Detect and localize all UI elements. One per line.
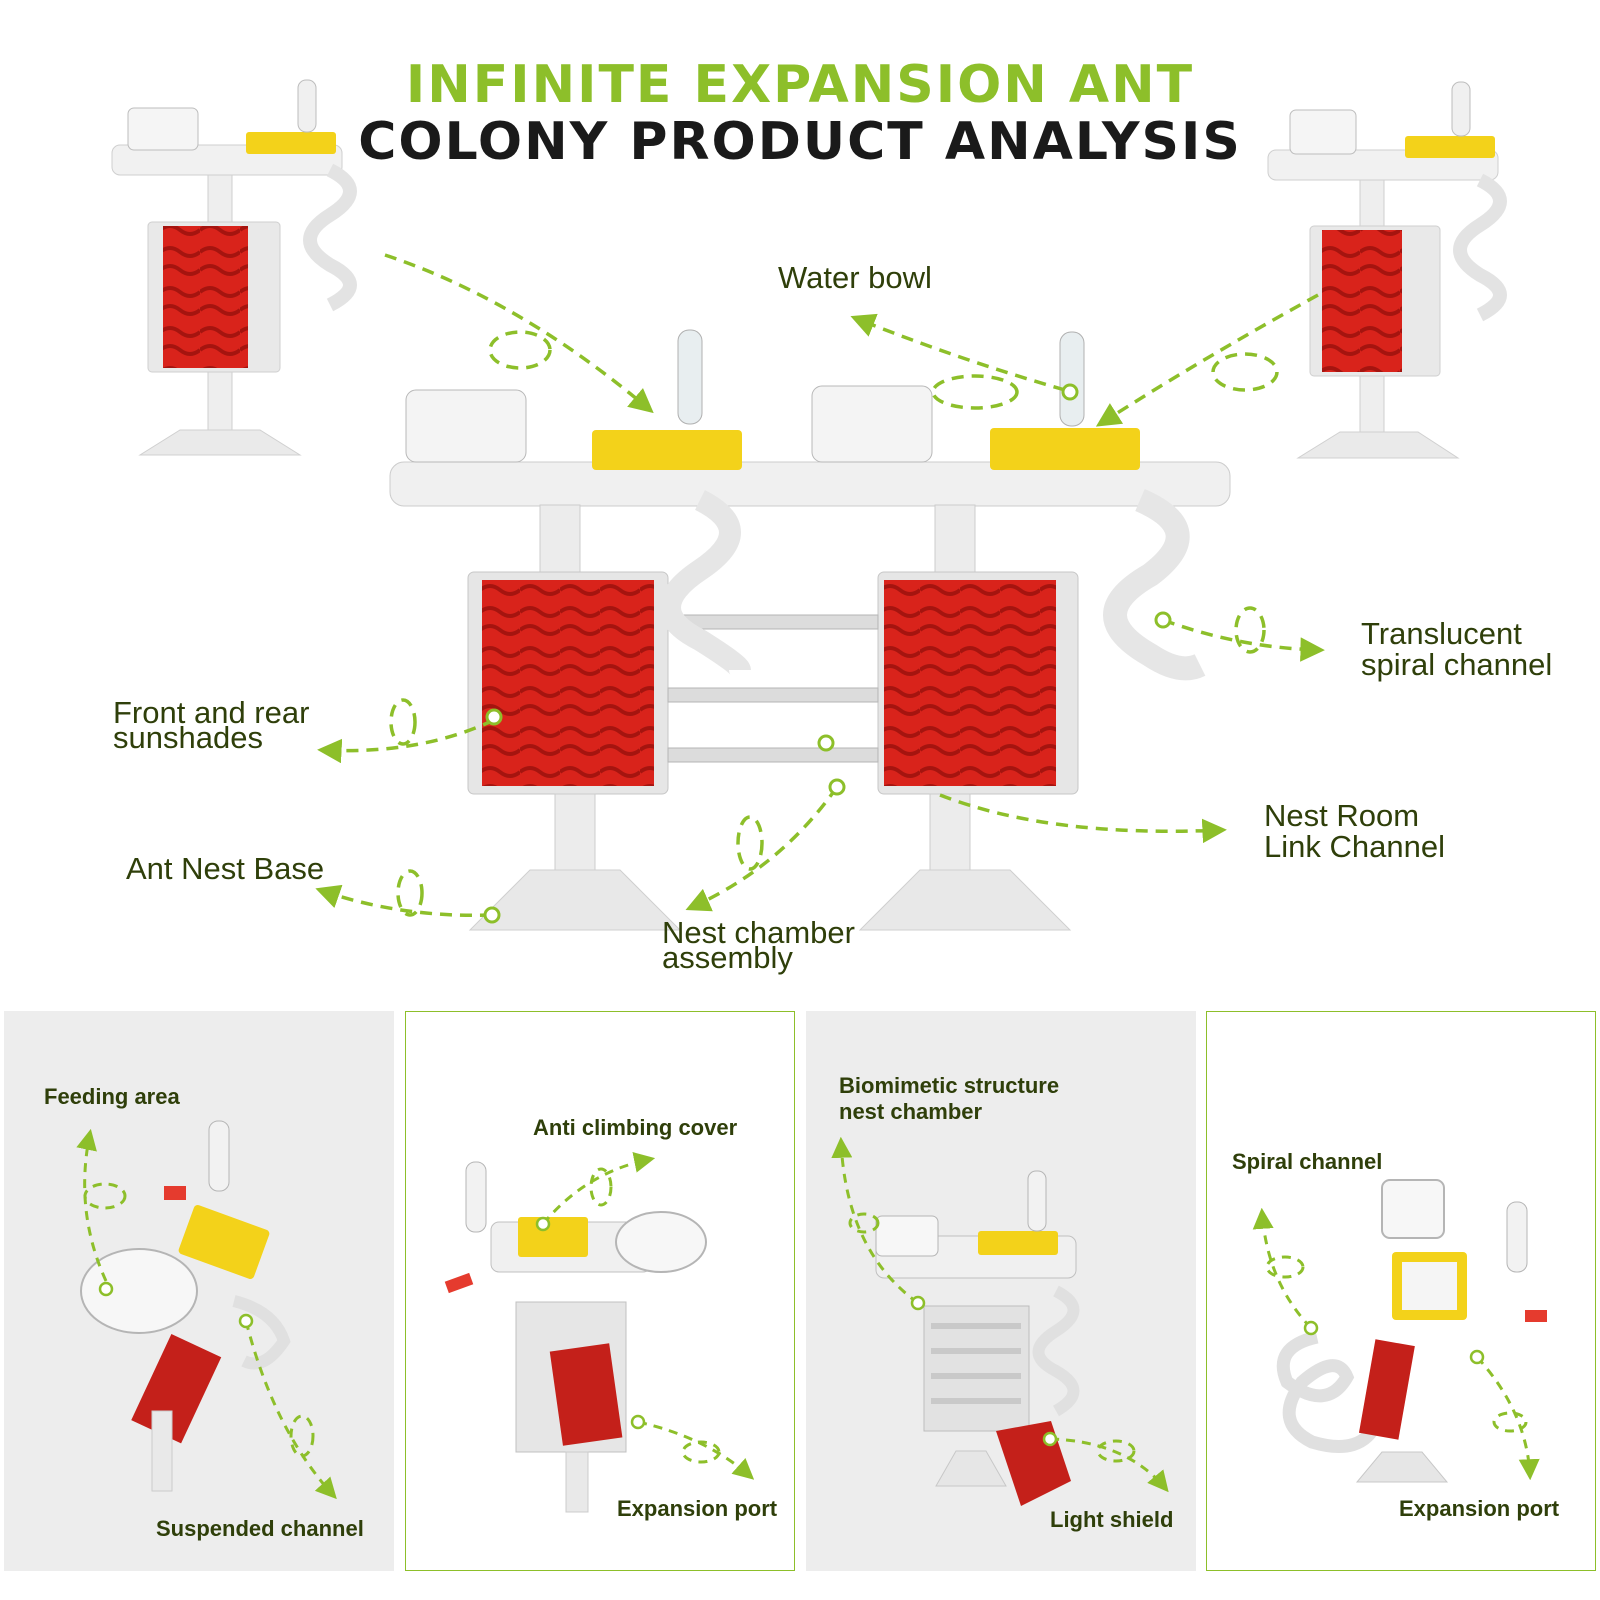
panel-2-top-label: Anti climbing cover bbox=[533, 1115, 738, 1140]
panel-4-top-label: Spiral channel bbox=[1232, 1149, 1383, 1174]
panel-3-top-label: Biomimetic structure nest chamber bbox=[839, 1073, 1060, 1124]
main-ant-farm-product bbox=[389, 329, 1231, 931]
detail-panel-spiral: Spiral channel Expansion port bbox=[1206, 1011, 1596, 1571]
panel-1-top-label: Feeding area bbox=[44, 1084, 180, 1109]
anti-climbing-illustration bbox=[444, 1152, 755, 1513]
detail-panel-feeding: Feeding area Suspended channel bbox=[4, 1011, 394, 1571]
title-line-2: COLONY PRODUCT ANALYSIS bbox=[358, 112, 1242, 172]
left-side-view-product bbox=[111, 79, 357, 456]
panel-4-bottom-label: Expansion port bbox=[1399, 1496, 1560, 1521]
main-product-illustration bbox=[111, 79, 1507, 931]
feeding-area-illustration bbox=[76, 1120, 337, 1500]
spiral-channel-illustration bbox=[1252, 1179, 1547, 1483]
label-water-bowl: Water bowl bbox=[778, 260, 932, 295]
label-translucent-spiral-channel: Translucent spiral channel bbox=[1361, 616, 1553, 682]
label-ant-nest-base: Ant Nest Base bbox=[126, 851, 325, 886]
detail-panel-biomimetic: Biomimetic structure nest chamber Light … bbox=[806, 1011, 1196, 1571]
label-nest-room-link-channel: Nest Room Link Channel bbox=[1264, 798, 1445, 864]
label-nest-chamber-assembly: Nest chamber assembly bbox=[662, 915, 855, 975]
panel-3-bottom-label: Light shield bbox=[1050, 1507, 1174, 1532]
detail-panel-anti-climbing: Anti climbing cover Expansion port bbox=[405, 1011, 795, 1571]
title-line-1: INFINITE EXPANSION ANT bbox=[405, 55, 1195, 115]
biomimetic-chamber-illustration bbox=[831, 1136, 1169, 1506]
panel-2-bottom-label: Expansion port bbox=[617, 1496, 778, 1521]
label-front-rear-sunshades: Front and rear sunshades bbox=[113, 695, 310, 755]
right-side-view-product bbox=[1267, 81, 1507, 459]
panel-1-bottom-label: Suspended channel bbox=[156, 1516, 364, 1541]
callout-dots bbox=[483, 383, 1172, 924]
callout-arrows bbox=[315, 253, 1325, 918]
